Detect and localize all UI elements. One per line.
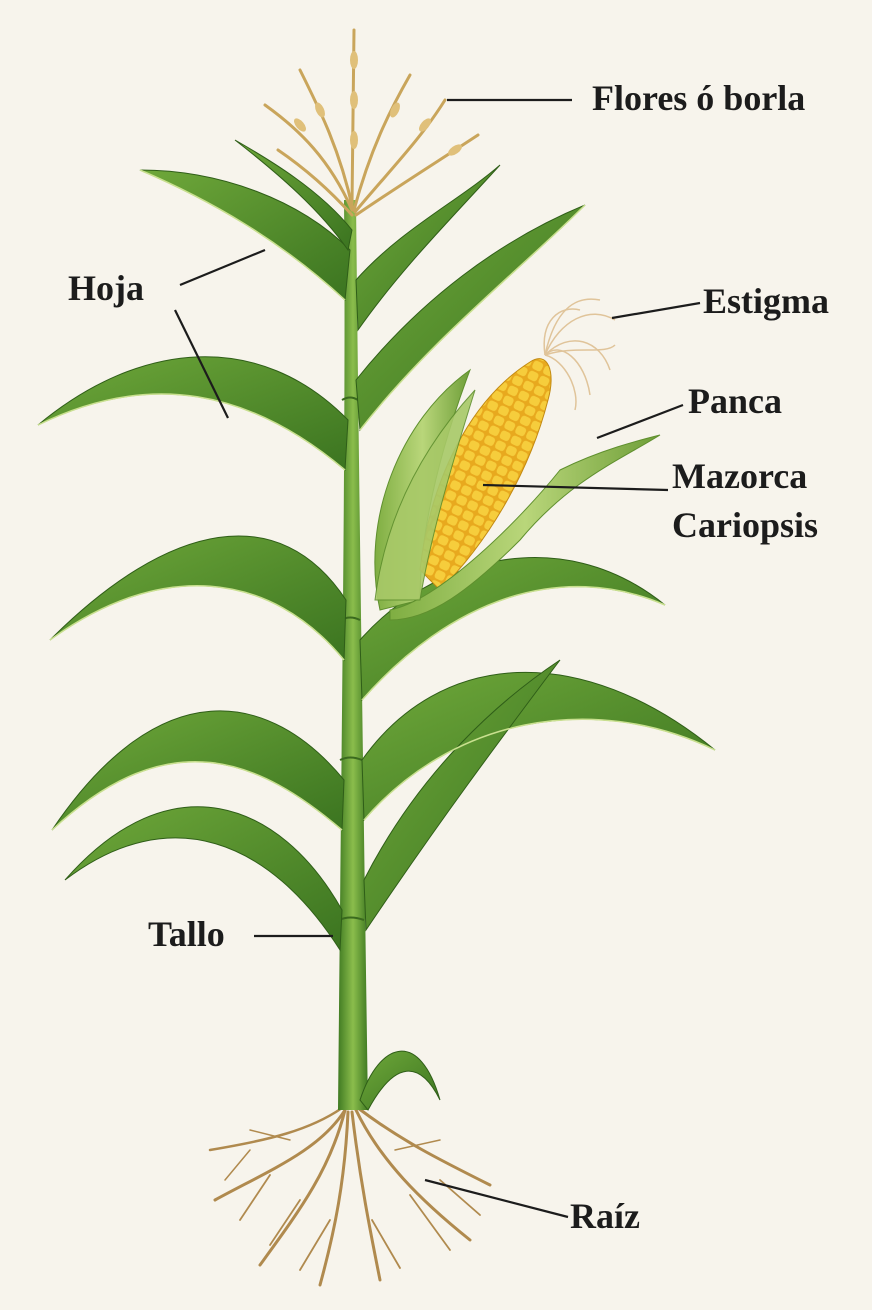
roots — [210, 1108, 490, 1285]
leader-hoja-upper — [180, 250, 265, 285]
label-estigma: Estigma — [703, 283, 829, 319]
leader-lines — [175, 100, 700, 1217]
label-mazorca: Mazorca — [672, 458, 807, 494]
leaf-base — [360, 1051, 440, 1110]
leader-raiz — [425, 1180, 568, 1217]
silk — [544, 299, 615, 410]
label-cariopsis: Cariopsis — [672, 507, 818, 543]
leader-estigma — [612, 303, 700, 318]
leader-panca — [597, 405, 683, 438]
label-flores: Flores ó borla — [592, 80, 805, 116]
label-raiz: Raíz — [570, 1198, 640, 1234]
leaf-upper-left — [140, 170, 350, 300]
label-panca: Panca — [688, 383, 782, 419]
label-hoja: Hoja — [68, 270, 144, 306]
leaf-left-3 — [50, 536, 346, 660]
label-tallo: Tallo — [148, 916, 225, 952]
leaf-left-2 — [38, 357, 348, 470]
